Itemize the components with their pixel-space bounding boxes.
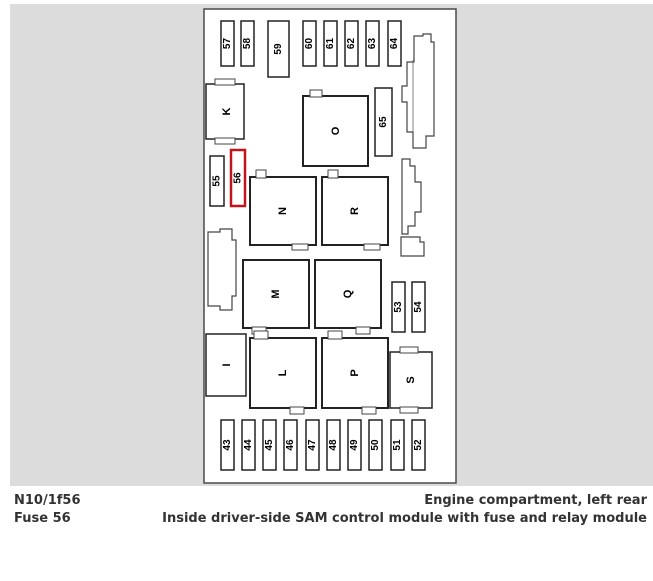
relay-k-tab-bottom	[214, 137, 236, 145]
fuse-65-label: 65	[378, 116, 389, 128]
fuse-45-label: 45	[264, 439, 275, 451]
fuse-47-label: 47	[307, 439, 318, 451]
fuse-64	[387, 20, 402, 67]
relay-o-tab	[309, 89, 323, 98]
fuse-43-label: 43	[222, 439, 233, 451]
fuse-56-label: 56	[233, 172, 244, 184]
relay-p-tab-bottom	[361, 406, 377, 415]
fuse-49	[347, 419, 362, 471]
fuse-62-label: 62	[346, 38, 357, 50]
fuse-57	[220, 20, 235, 67]
relay-l-tab-bottom	[289, 406, 305, 415]
fuse-47	[305, 419, 320, 471]
fuse-48-label: 48	[328, 439, 339, 451]
relay-r	[321, 176, 389, 246]
relay-q-label: Q	[342, 289, 354, 298]
connector-left-middle	[207, 228, 237, 311]
connector-upper-right	[401, 33, 435, 149]
fuse-44	[241, 419, 256, 471]
fuse-59	[267, 20, 290, 78]
description-text: Inside driver-side SAM control module wi…	[162, 511, 647, 526]
relay-k-label: K	[221, 107, 233, 115]
fuse-44-label: 44	[243, 439, 254, 451]
fuse-61	[323, 20, 338, 67]
relay-r-tab-top	[327, 169, 339, 179]
relay-k	[205, 83, 245, 140]
fuse-57-label: 57	[222, 38, 233, 50]
fuse-52	[411, 419, 426, 471]
fuse-60-label: 60	[304, 38, 315, 50]
relay-q	[314, 259, 382, 329]
relay-s-label: S	[405, 376, 417, 383]
fuse-63-label: 63	[367, 38, 378, 50]
fuse-64-label: 64	[389, 38, 400, 50]
fuse-51-label: 51	[392, 439, 403, 451]
relay-i	[205, 333, 247, 397]
relay-o-label: O	[330, 126, 342, 135]
relay-l-tab-top	[253, 330, 269, 340]
fuse-65	[374, 87, 393, 157]
relay-l	[249, 337, 317, 409]
relay-p	[321, 337, 389, 409]
fuse-46-label: 46	[285, 439, 296, 451]
relay-r-tab-bottom	[363, 243, 381, 251]
fuse-60	[302, 20, 317, 67]
relay-r-label: R	[349, 207, 361, 215]
fuse-46	[283, 419, 298, 471]
relay-s-tab-top	[399, 346, 419, 354]
fuse-51	[390, 419, 405, 471]
fuse-59-label: 59	[273, 43, 284, 55]
fuse-box-diagram: 57 58 59 60 61 62 63 64 K O 65 55	[10, 4, 653, 486]
relay-p-label: P	[349, 369, 361, 376]
relay-m-label: M	[270, 289, 282, 298]
relay-n-tab-top	[255, 169, 267, 179]
fuse-61-label: 61	[325, 38, 336, 50]
relay-i-label: I	[221, 363, 233, 366]
fuse-62	[344, 20, 359, 67]
connector-middle-right	[401, 158, 422, 235]
fuse-63	[365, 20, 380, 67]
fuse-55-label: 55	[212, 175, 223, 187]
fuse-53-label: 53	[393, 301, 404, 313]
relay-s-tab-bottom	[399, 406, 419, 414]
fuse-50-label: 50	[370, 439, 381, 451]
component-code: N10/1f56	[14, 493, 81, 508]
fuse-48	[326, 419, 341, 471]
location-text: Engine compartment, left rear	[424, 493, 647, 508]
relay-n	[249, 176, 317, 246]
fuse-58-label: 58	[242, 38, 253, 50]
fuse-58	[240, 20, 255, 67]
relay-n-tab-bottom	[291, 243, 309, 251]
fuse-43	[220, 419, 235, 471]
fuse-53	[391, 281, 406, 333]
fuse-52-label: 52	[413, 439, 424, 451]
relay-q-tab-bottom	[355, 326, 371, 335]
fuse-56-highlighted	[229, 148, 247, 208]
fuse-54-label: 54	[413, 301, 424, 313]
fuse-label: Fuse 56	[14, 511, 71, 526]
relay-k-tab-top	[214, 78, 236, 86]
relay-p-tab-top	[327, 330, 343, 340]
relay-m	[242, 259, 310, 329]
fuse-49-label: 49	[349, 439, 360, 451]
relay-o	[302, 95, 369, 167]
fuse-45	[262, 419, 277, 471]
connector-small-right	[400, 236, 425, 257]
fuse-55	[209, 155, 225, 207]
relay-n-label: N	[277, 207, 289, 215]
fuse-50	[368, 419, 383, 471]
fuse-54	[411, 281, 426, 333]
relay-l-label: L	[277, 369, 289, 376]
